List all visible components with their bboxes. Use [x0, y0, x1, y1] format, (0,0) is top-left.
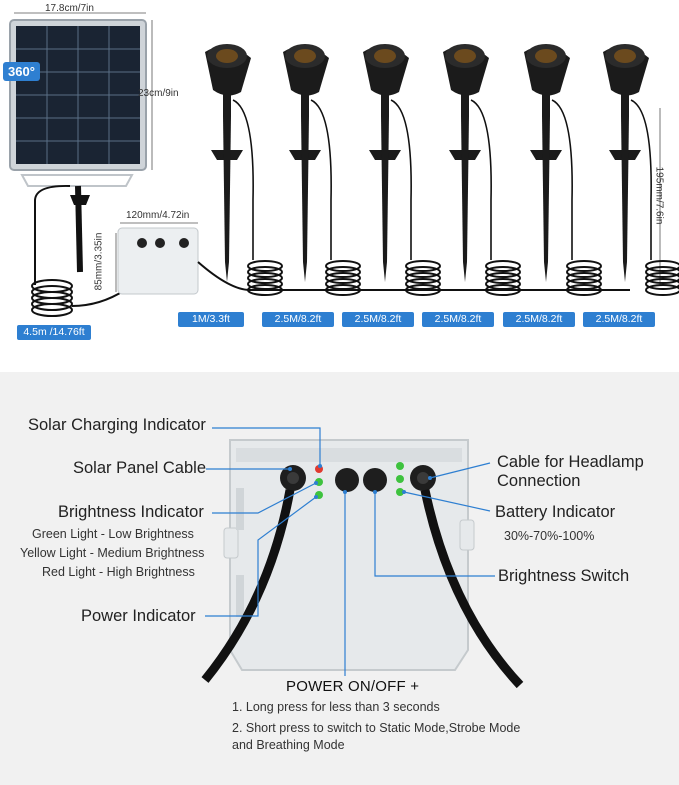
- spotlight: [283, 44, 361, 296]
- spotlight: [603, 44, 679, 296]
- control-box-large: [223, 439, 475, 671]
- panel-width-label: 17.8cm/7in: [45, 3, 94, 14]
- cable-length-label: 2.5M/8.2ft: [262, 312, 334, 327]
- brightness-note-green: Green Light - Low Brightness: [32, 527, 194, 541]
- control-box-small: [117, 227, 199, 295]
- panel-height-label: 23cm/9in: [138, 88, 179, 99]
- instruction-1: 1. Long press for less than 3 seconds: [232, 700, 440, 714]
- cable-length-label: 2.5M/8.2ft: [503, 312, 575, 327]
- cable-headlamp-label-line2: Connection: [497, 472, 581, 490]
- cable-headlamp-label-line1: Cable for Headlamp: [497, 453, 644, 471]
- battery-levels: 30%-70%-100%: [504, 529, 595, 543]
- power-indicator-label: Power Indicator: [81, 607, 196, 625]
- cable-length-label: 2.5M/8.2ft: [583, 312, 655, 327]
- cable-length-label: 2.5M/8.2ft: [422, 312, 494, 327]
- panel-cable-length-label: 4.5m /14.76ft: [17, 325, 91, 340]
- brightness-note-red: Red Light - High Brightness: [42, 565, 195, 579]
- lamp-height-label: 195mm/7.6in: [653, 166, 665, 225]
- box-height-label: 85mm/3.35in: [93, 232, 105, 291]
- cable-length-label: 1M/3.3ft: [178, 312, 244, 327]
- cable-length-label: 2.5M/8.2ft: [342, 312, 414, 327]
- rotation-badge: 360°: [3, 62, 40, 81]
- solar-panel-cable-label: Solar Panel Cable: [73, 459, 206, 477]
- callout-lines: [205, 427, 495, 676]
- battery-indicator-label: Battery Indicator: [495, 503, 616, 521]
- spotlight: [205, 44, 283, 296]
- panel-cable-coil: [31, 184, 126, 317]
- power-on-off-title: POWER ON/OFF +: [286, 678, 420, 695]
- brightness-switch-label: Brightness Switch: [498, 567, 630, 585]
- brightness-indicator-label: Brightness Indicator: [58, 503, 204, 521]
- brightness-note-yellow: Yellow Light - Medium Brightness: [20, 546, 205, 560]
- solar-panel: [9, 19, 147, 273]
- box-width-label: 120mm/4.72in: [126, 210, 190, 221]
- spotlights: [205, 44, 679, 296]
- spotlight: [443, 44, 521, 296]
- spotlight: [524, 44, 602, 296]
- instruction-2: 2. Short press to switch to Static Mode,…: [232, 721, 521, 752]
- solar-charging-indicator-label: Solar Charging Indicator: [28, 416, 206, 434]
- spotlight: [363, 44, 441, 296]
